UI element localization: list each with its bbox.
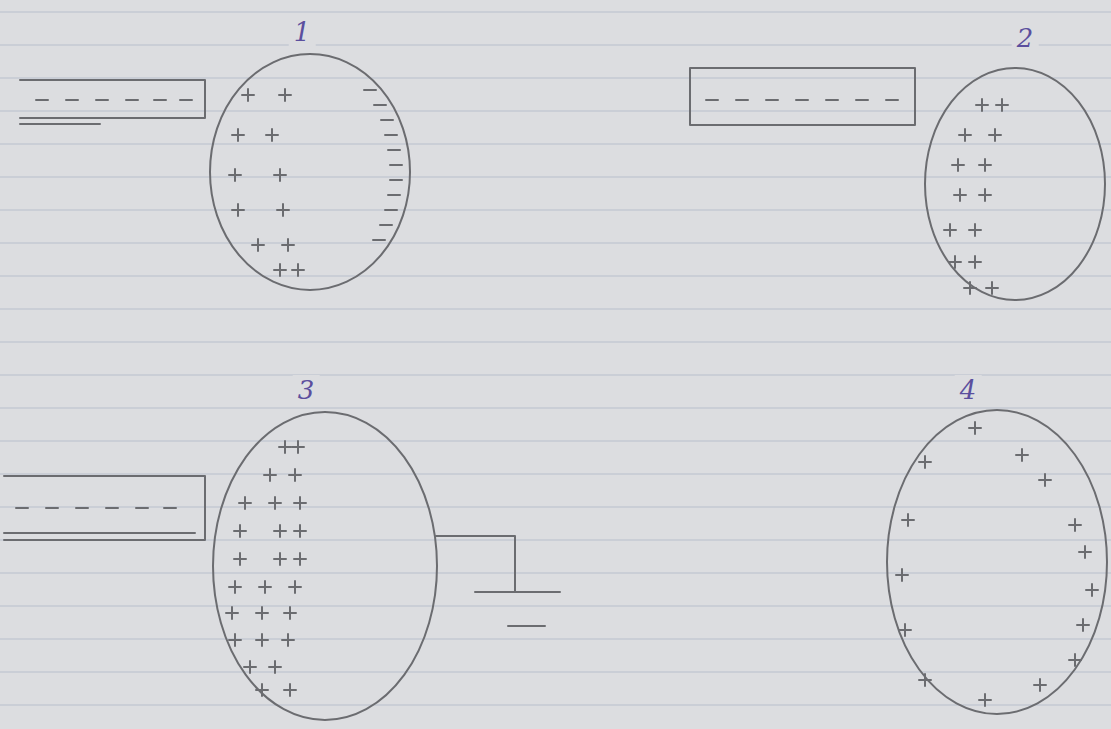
panel-two [690, 68, 1105, 300]
positive-charges [229, 89, 304, 276]
panel-three [4, 412, 560, 720]
positive-charges [944, 99, 1008, 294]
panel-number: 1 [289, 17, 316, 47]
charged-rod [690, 68, 915, 125]
conducting-sphere [887, 410, 1107, 714]
charged-rod [4, 476, 205, 540]
positive-charges [896, 422, 1098, 706]
charged-rod [20, 80, 205, 124]
panel-number: 4 [955, 375, 982, 405]
conducting-sphere [213, 412, 437, 720]
conducting-sphere [925, 68, 1105, 300]
earth-connection [436, 536, 560, 626]
rod-charges [36, 100, 192, 101]
panel-one [20, 54, 410, 290]
panel-number: 3 [293, 375, 320, 405]
negative-charges [364, 90, 402, 240]
rod-charges [16, 508, 176, 509]
rod-charges [706, 100, 898, 101]
panel-four [887, 410, 1107, 714]
conducting-sphere [210, 54, 410, 290]
panel-number: 2 [1012, 23, 1039, 53]
ruled-lines [0, 12, 1111, 705]
positive-charges [226, 441, 306, 696]
